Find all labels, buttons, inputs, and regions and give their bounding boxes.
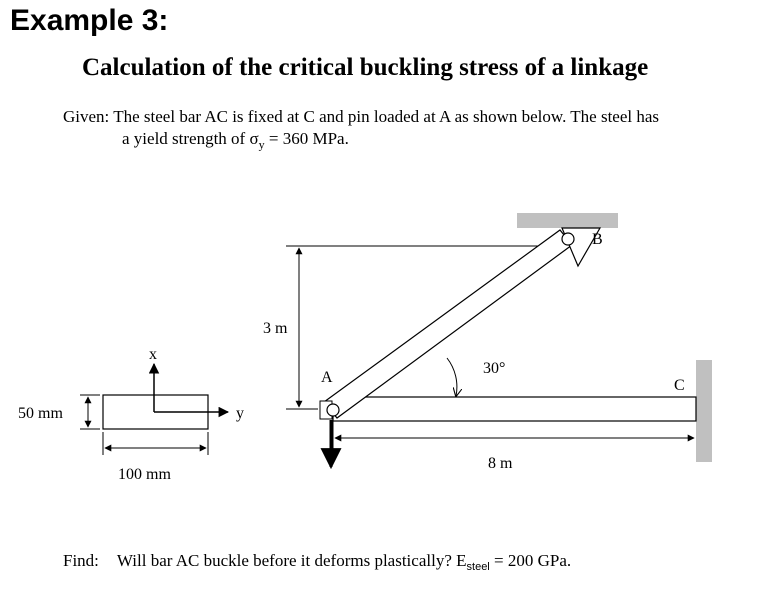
- bar-ac: [332, 396, 697, 422]
- support-b-ground: [517, 213, 618, 228]
- y-axis-label: y: [236, 405, 244, 422]
- yield-prefix: a yield strength of σ: [122, 129, 259, 148]
- point-b-label: B: [592, 231, 603, 248]
- height-label: 3 m: [263, 320, 288, 337]
- page-subtitle: Calculation of the critical buckling str…: [82, 54, 649, 81]
- angle-arc: [446, 357, 457, 396]
- cross-section-diagram: x y 50 mm 100 mm: [18, 346, 244, 483]
- point-a-label: A: [321, 369, 333, 386]
- given-label: Given:: [63, 107, 110, 126]
- given-statement: Given: The steel bar AC is fixed at C an…: [63, 106, 763, 155]
- find-question: Will bar AC buckle before it deforms pla…: [116, 551, 467, 570]
- angle-label: 30°: [483, 360, 505, 377]
- bar-ab: [323, 229, 573, 419]
- support-c-wall: [696, 360, 712, 462]
- yield-subscript: y: [258, 137, 265, 152]
- given-line-2: a yield strength of σy = 360 MPa.: [63, 128, 763, 155]
- pin-a: [326, 403, 340, 417]
- modulus-value: = 200 GPa.: [489, 551, 572, 570]
- point-c-label: C: [674, 377, 685, 394]
- length-label: 8 m: [488, 455, 513, 472]
- pin-b: [561, 232, 575, 246]
- find-label: Find:: [63, 551, 99, 570]
- x-axis-label: x: [149, 346, 157, 363]
- section-height-label: 50 mm: [18, 405, 63, 422]
- section-width-label: 100 mm: [118, 466, 171, 483]
- page-heading: Example 3:: [10, 4, 169, 37]
- linkage-diagram: B A C 3 m 30° 8 m: [263, 213, 712, 472]
- yield-suffix: = 360 MPa.: [264, 129, 349, 148]
- given-line-1: The steel bar AC is fixed at C and pin l…: [113, 107, 660, 126]
- find-statement: Find: Will bar AC buckle before it deform…: [63, 551, 572, 573]
- modulus-subscript: steel: [466, 561, 490, 573]
